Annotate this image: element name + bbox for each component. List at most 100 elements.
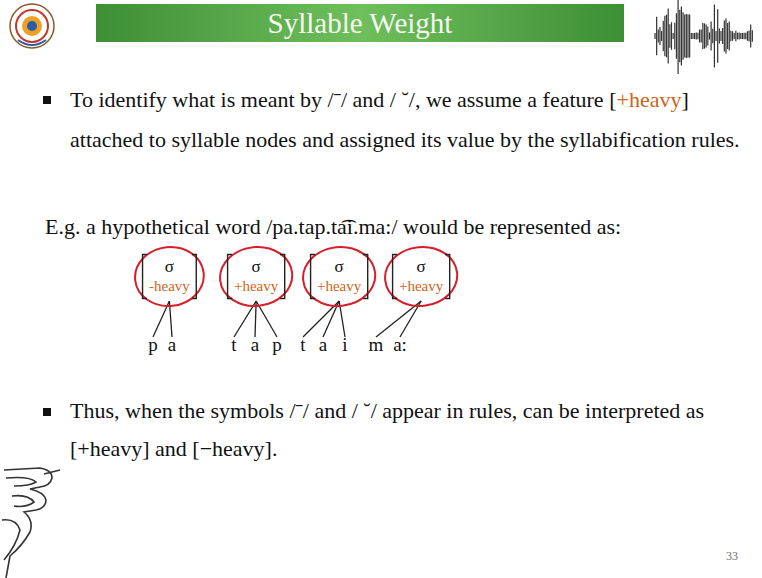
waveform-stroke: [725, 18, 726, 53]
segment-letter: p: [272, 334, 282, 356]
waveform-stroke: [722, 28, 723, 44]
annotation-circle: [300, 243, 378, 309]
waveform-stroke: [694, 33, 695, 39]
waveform-stroke: [735, 31, 736, 41]
left-bracket: [228, 254, 233, 298]
waveform-stroke: [752, 30, 753, 42]
waveform-stroke: [729, 22, 730, 51]
waveform-stroke: [664, 16, 665, 57]
right-bracket: [363, 254, 368, 298]
bullet-text: To identify what is meant by /ˉ/ and / ˘…: [70, 87, 616, 112]
feature-matrix: σ+heavy: [392, 254, 450, 299]
weight-feature: -heavy: [149, 277, 190, 296]
waveform-stroke: [692, 33, 693, 39]
waveform-stroke: [681, 6, 682, 65]
feature-matrix: σ-heavy: [142, 254, 197, 299]
right-bracket: [192, 254, 196, 298]
syllable-symbol: σ: [234, 256, 278, 277]
weight-feature: +heavy: [234, 277, 278, 296]
segment-letter: a:: [393, 334, 407, 356]
waveform-stroke: [732, 31, 733, 40]
segment-letter: t: [300, 334, 305, 356]
segment-letter: m: [369, 334, 384, 356]
waveform-stroke: [748, 30, 749, 41]
syllable-symbol: σ: [149, 256, 190, 277]
waveform-stroke: [666, 15, 667, 58]
waveform-stroke: [743, 33, 744, 39]
waveform-stroke: [671, 22, 672, 50]
bullet-square: [43, 96, 51, 104]
vocal-tract-illustration: [2, 468, 60, 578]
bullet-paragraph: Thus, when the symbols /ˉ/ and / ˘/ appe…: [70, 392, 755, 468]
waveform-stroke: [697, 33, 698, 39]
waveform-stroke: [740, 33, 741, 39]
waveform-stroke: [714, 4, 715, 67]
left-bracket: [393, 254, 398, 298]
waveform-stroke: [682, 12, 683, 59]
segment-letter: t: [231, 334, 236, 356]
waveform-stroke: [715, 31, 716, 41]
waveform-stroke: [684, 14, 685, 57]
waveform-stroke: [747, 31, 748, 40]
waveform-stroke: [739, 32, 740, 39]
weight-feature: +heavy: [399, 277, 443, 296]
waveform-stroke: [661, 31, 662, 41]
waveform-stroke: [689, 14, 690, 57]
waveform-stroke: [673, 33, 674, 39]
waveform-stroke: [687, 14, 688, 57]
waveform-stroke: [669, 24, 670, 47]
segment-letter: p: [148, 334, 158, 356]
waveform-stroke: [709, 32, 710, 39]
waveform-stroke: [745, 33, 746, 39]
feature-text: +heavy: [616, 87, 681, 112]
waveform-stroke: [720, 31, 721, 41]
waveform-stroke: [663, 21, 664, 51]
waveform-stroke: [719, 28, 720, 43]
waveform-stroke: [668, 8, 669, 63]
segment-letter: a: [168, 334, 176, 356]
waveform-stroke: [724, 20, 725, 51]
feature-matrix: σ+heavy: [227, 254, 285, 299]
waveform-stroke: [677, 0, 678, 74]
right-bracket: [280, 254, 285, 298]
segment-letter: a: [251, 334, 259, 356]
waveform-stroke: [696, 32, 697, 39]
bullet-square: [43, 408, 51, 416]
waveform-stroke: [691, 33, 692, 39]
left-bracket: [143, 254, 147, 298]
waveform-stroke: [701, 29, 702, 42]
waveform-stroke: [730, 31, 731, 42]
segment-letter: a: [319, 334, 327, 356]
waveform-stroke: [742, 33, 743, 39]
syllable-symbol: σ: [317, 256, 361, 277]
waveform-stroke: [654, 33, 655, 39]
waveform-stroke: [702, 23, 703, 49]
weight-feature: +heavy: [317, 277, 361, 296]
waveform-stroke: [676, 13, 677, 59]
example-text: E.g. a hypothetical word /pa.tap.ta͡i.ma…: [45, 212, 621, 242]
annotation-circle: [217, 243, 295, 309]
waveform-stroke: [706, 24, 707, 47]
waveform-stroke: [717, 9, 718, 62]
waveform-stroke: [712, 29, 713, 43]
page-number: 33: [726, 549, 738, 564]
waveform-picture: [655, 0, 752, 74]
annotation-circle: [132, 244, 207, 310]
segment-letter: i: [342, 334, 347, 356]
waveform-stroke: [656, 17, 657, 56]
waveform-stroke: [658, 29, 659, 42]
waveform-stroke: [750, 24, 751, 47]
waveform-stroke: [710, 21, 711, 50]
left-bracket: [311, 254, 316, 298]
waveform-stroke: [659, 27, 660, 45]
waveform-stroke: [707, 26, 708, 45]
institute-logo: [10, 4, 54, 48]
waveform-stroke: [679, 10, 680, 63]
waveform-stroke: [699, 30, 700, 43]
slide-title: Syllable Weight: [96, 4, 624, 42]
right-bracket: [445, 254, 450, 298]
waveform-stroke: [686, 14, 687, 58]
waveform-stroke: [734, 33, 735, 39]
